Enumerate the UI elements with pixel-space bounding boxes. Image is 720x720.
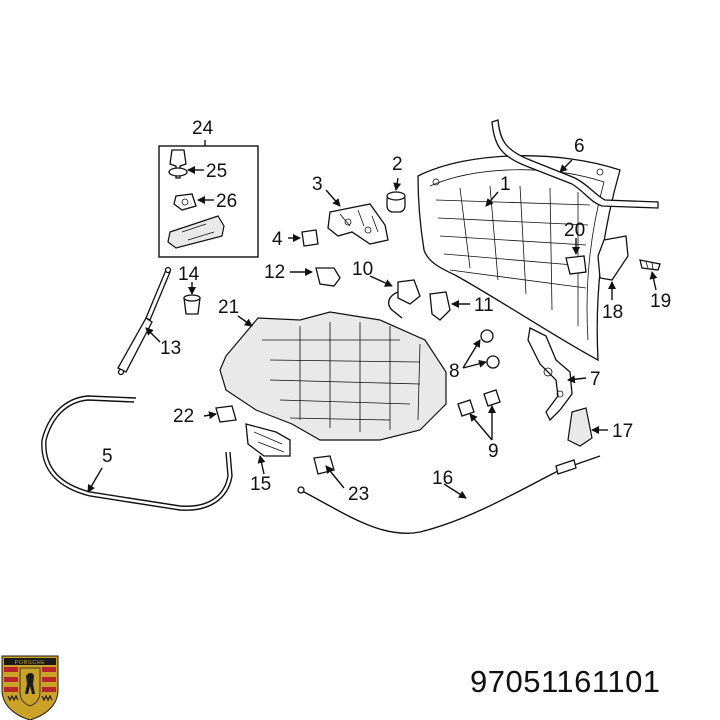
part-number: 97051161101	[470, 664, 661, 699]
callout-12: 12	[264, 262, 285, 283]
callout-4: 4	[272, 229, 283, 250]
callout-15: 15	[250, 474, 271, 495]
porsche-crest-logo: PORSCHE	[1, 655, 59, 720]
callout-13: 13	[160, 338, 181, 359]
callout-20: 20	[564, 220, 585, 241]
callout-19: 19	[650, 291, 671, 312]
lock-bracket-part	[245, 423, 291, 457]
callout-2: 2	[392, 154, 403, 175]
callout-3: 3	[312, 174, 323, 195]
connector-part	[565, 255, 587, 275]
callout-1: 1	[500, 174, 511, 195]
kit-box-part	[158, 145, 259, 258]
callout-6: 6	[574, 136, 585, 157]
callout-23: 23	[348, 484, 369, 505]
grommet-part	[315, 267, 341, 287]
callout-9: 9	[488, 441, 499, 462]
bolt-set-part	[457, 389, 501, 417]
callout-24: 24	[192, 118, 214, 139]
callout-7: 7	[590, 369, 601, 390]
callout-8: 8	[449, 361, 460, 382]
bump-stop-part	[386, 191, 406, 213]
callout-25: 25	[206, 161, 227, 182]
callout-21: 21	[218, 297, 239, 318]
hood-latch-part	[327, 203, 389, 245]
hinge-part	[527, 327, 573, 422]
pin-part	[168, 149, 188, 179]
clip-part	[301, 229, 319, 247]
ball-stud-part	[183, 294, 201, 315]
callout-18: 18	[602, 302, 623, 323]
callout-16: 16	[432, 468, 453, 489]
gas-strut-part	[117, 266, 172, 376]
leader-lines	[87, 140, 658, 499]
seal-loop-part	[41, 395, 233, 511]
hood-seal-strip-part	[491, 119, 659, 209]
nut-part	[173, 193, 197, 211]
release-handle-part	[567, 407, 593, 447]
callout-10: 10	[352, 259, 373, 280]
callout-14: 14	[178, 264, 200, 285]
bracket-part	[167, 215, 225, 249]
logo-wordmark: PORSCHE	[15, 660, 46, 666]
bolt-part	[639, 259, 661, 271]
callout-labels: 1 2 3 4 5 6 7 8 9 10 11 12 13 14 15 16 1…	[102, 118, 671, 505]
cable-clip-part	[215, 405, 237, 423]
mount-bracket-part	[597, 235, 629, 281]
callout-5: 5	[102, 446, 113, 467]
callout-11: 11	[474, 295, 494, 316]
callout-17: 17	[612, 421, 633, 442]
release-cable-part	[297, 455, 601, 534]
release-latch-part	[387, 279, 421, 319]
callout-22: 22	[173, 406, 194, 427]
hood-part	[417, 155, 621, 362]
switch-part	[429, 291, 451, 321]
nut-set-part	[480, 329, 500, 369]
callout-26: 26	[216, 191, 237, 212]
insulation-pad-part	[219, 311, 447, 441]
